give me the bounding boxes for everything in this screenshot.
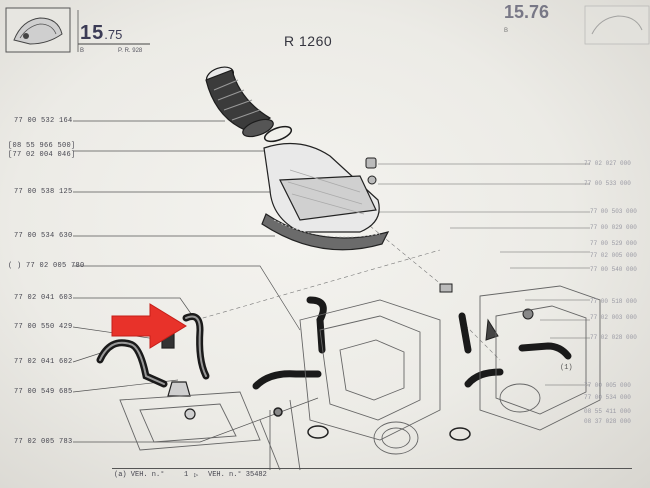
right-part-number-label: 77 02 005 000 (590, 252, 637, 259)
next-page-b-label: B (504, 28, 509, 34)
part-number-label: 77 00 534 630 (14, 232, 73, 240)
vehicle-footer: (a) VEH. n.° 1 ▷ VEH. n.° 35482 (112, 468, 632, 483)
red-pointer-arrow-icon (111, 303, 187, 349)
right-part-number-label: 77 00 518 000 (590, 298, 637, 305)
carburettor-outline (119, 285, 601, 471)
reference-title: R 1260 (284, 33, 333, 49)
right-part-number-label: 77 00 529 000 (590, 240, 637, 247)
header-pr-label: P. R. 928 (118, 48, 143, 54)
right-part-number-label: 77 00 534 000 (584, 394, 631, 401)
air-intake-bellows (205, 66, 293, 143)
right-part-number-label: 77 00 533 000 (584, 180, 631, 187)
right-part-number-label: 77 00 540 000 (590, 266, 637, 273)
callout-label: (1) (560, 364, 573, 372)
right-part-number-label: 77 00 503 000 (590, 208, 637, 215)
part-number-label: 77 02 041 603 (14, 294, 73, 302)
part-number-label: 77 00 550 429 (14, 323, 73, 331)
part-number-label: 77 00 549 685 (14, 388, 73, 396)
footer-veh-b: VEH. n.° 35482 (208, 471, 267, 479)
part-number-label: ( ) 77 02 005 780 (8, 262, 85, 270)
right-part-number-label: 77 02 003 000 (590, 314, 637, 321)
next-page-number: 15.76 (504, 2, 550, 22)
part-number-label: [08 55 966 500] (8, 142, 76, 150)
arrow-right-icon: ▷ (194, 472, 199, 480)
right-part-number-label: 08 55 411 000 (584, 408, 631, 415)
footer-number: 1 (184, 471, 189, 479)
right-part-number-label: 77 02 028 000 (590, 334, 637, 341)
header-b-label: B (80, 48, 85, 54)
right-part-number-label: 77 00 029 000 (590, 224, 637, 231)
part-number-label: [77 02 004 046] (8, 151, 76, 159)
part-number-label: 77 00 532 164 (14, 117, 73, 125)
part-number-label: 77 02 005 783 (14, 438, 73, 446)
footer-veh-a: (a) VEH. n.° (114, 471, 165, 479)
page-number: 15.75 (80, 22, 123, 44)
right-part-number-label: 77 02 027 000 (584, 160, 631, 167)
right-part-number-label: 08 37 028 000 (584, 418, 631, 425)
section-thumbnail-icon (5, 7, 71, 53)
part-number-label: 77 02 041 602 (14, 358, 73, 366)
air-filter-housing (261, 142, 390, 251)
right-part-number-label: 77 00 005 000 (584, 382, 631, 389)
part-number-label: 77 00 538 125 (14, 188, 73, 196)
